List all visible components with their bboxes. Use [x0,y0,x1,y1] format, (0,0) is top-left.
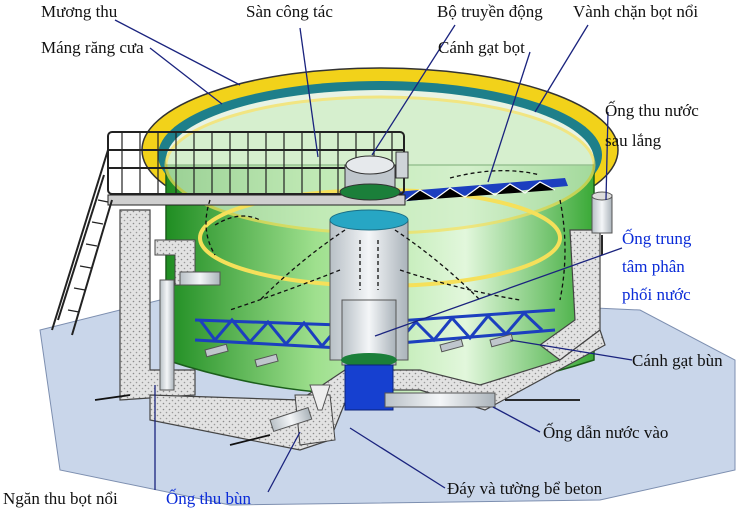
label-ong-trung-tam-2: tâm phân [622,257,685,276]
outlet-pipe [591,194,613,234]
label-canh-gat-bun: Cánh gạt bùn [632,351,723,370]
label-canh-gat-bot: Cánh gạt bọt [438,38,525,57]
scraper-blades [204,333,514,368]
label-ong-thu-nuoc-2: sau lắng [605,131,662,150]
inlet-pipe [384,392,496,408]
flow-arrows-solid [94,235,603,446]
label-muong-thu: Mương thu [41,2,118,21]
label-san-cong-tac: Sàn công tác [246,2,333,21]
label-ong-trung-tam-3: phối nước [622,285,691,304]
label-ong-trung-tam-1: Ống trung [622,229,692,248]
label-day-va-tuong: Đáy và tường bể beton [447,479,603,498]
drive-unit [339,151,409,201]
label-bo-truyen-dong: Bộ truyền động [437,2,543,21]
concrete-wall-left [119,209,196,401]
label-vanh-chan-bot-noi: Vành chặn bọt nổi [573,2,699,21]
leader-lines [114,19,633,493]
work-platform [51,131,406,336]
label-ngan-thu-bot-noi: Ngăn thu bọt nổi [3,489,118,508]
label-ong-thu-nuoc-1: Ống thu nước [605,101,699,120]
label-mang-rang-cua: Máng răng cưa [41,38,144,57]
flow-arrows [205,170,566,311]
label-ong-dan-nuoc-vao: Ống dẫn nước vào [543,423,669,442]
label-ong-thu-bun: Ống thu bùn [166,489,251,508]
